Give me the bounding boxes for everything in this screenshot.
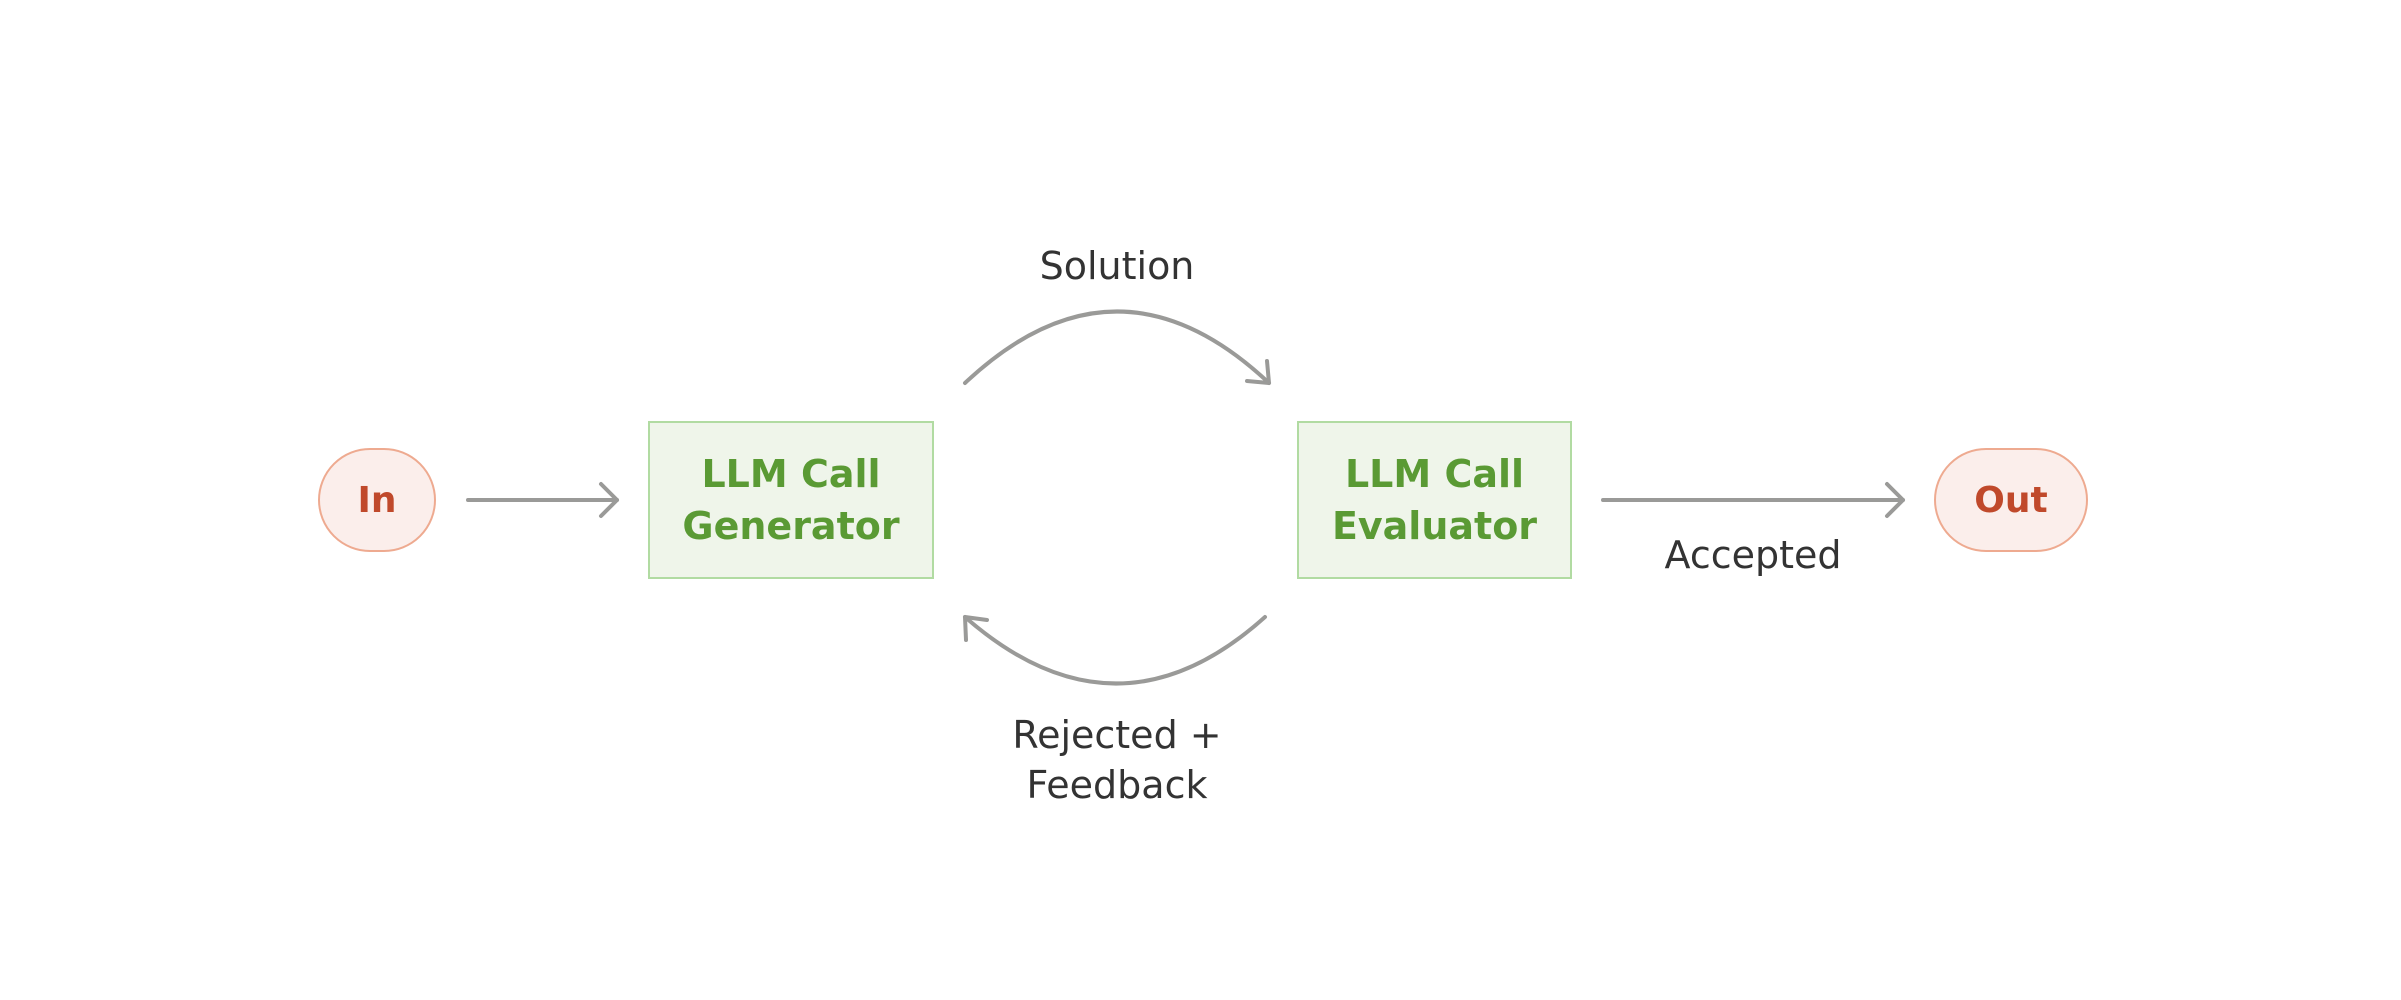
rejected-label-line2: Feedback (1026, 763, 1208, 807)
arrow-rejected-feedback (963, 615, 1267, 686)
evaluator-node-line2: Evaluator (1331, 504, 1538, 548)
rejected-label-line1: Rejected + (1012, 713, 1222, 757)
generator-node-line2: Generator (682, 504, 900, 548)
input-node-label: In (357, 479, 397, 521)
arrow-solution (963, 309, 1271, 385)
input-node: In (318, 448, 436, 552)
evaluator-node: LLM Call Evaluator (1297, 421, 1572, 579)
rejected-feedback-label: Rejected + Feedback (1012, 710, 1221, 810)
generator-node-line1: LLM Call (701, 452, 881, 496)
output-node: Out (1934, 448, 2088, 552)
accepted-label: Accepted (1664, 533, 1842, 577)
generator-node: LLM Call Generator (648, 421, 934, 579)
arrow-accepted (1601, 482, 1905, 518)
solution-label: Solution (1039, 244, 1195, 288)
arrow-in-to-generator (466, 482, 619, 518)
evaluator-node-line1: LLM Call (1344, 452, 1525, 496)
output-node-label: Out (1974, 479, 2048, 521)
